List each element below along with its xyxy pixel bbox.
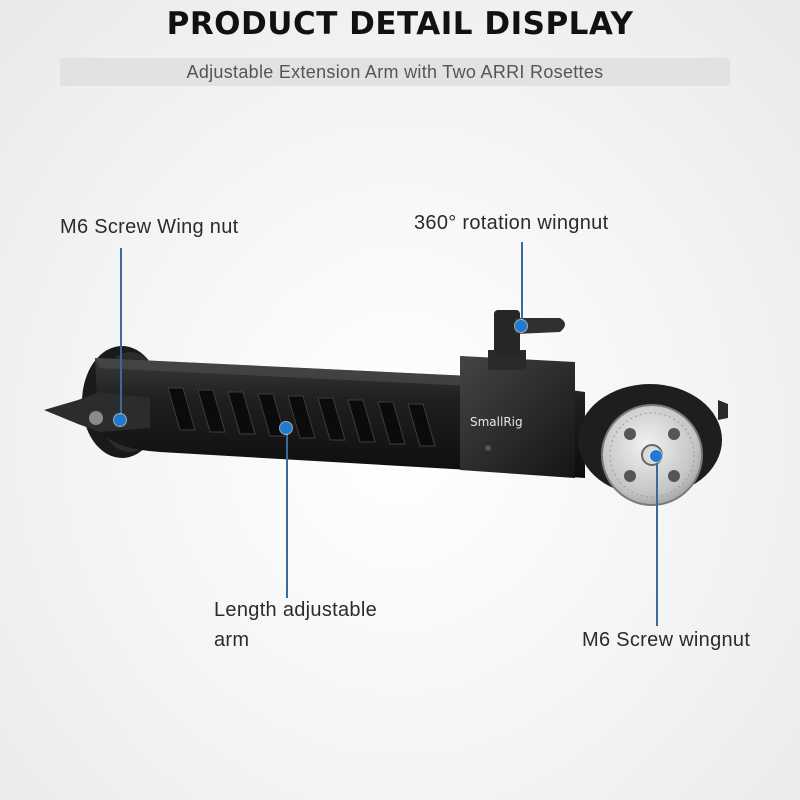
label-rotation-wingnut: 360° rotation wingnut bbox=[414, 212, 609, 234]
top-wingnut-lever bbox=[515, 318, 565, 334]
callout-line-left-wingnut bbox=[120, 248, 122, 420]
label-right-wingnut: M6 Screw wingnut bbox=[582, 629, 751, 651]
brand-marking: SmallRig bbox=[470, 415, 523, 429]
label-left-wing-nut: M6 Screw Wing nut bbox=[60, 216, 239, 238]
callout-line-right-wingnut bbox=[656, 456, 658, 626]
top-wingnut-post bbox=[494, 310, 520, 356]
marker-rotation-wingnut bbox=[515, 320, 527, 332]
label-length-arm-line1: Length adjustable bbox=[214, 599, 378, 621]
callout-line-length-arm bbox=[286, 428, 288, 598]
subtitle-banner: Adjustable Extension Arm with Two ARRI R… bbox=[60, 58, 730, 86]
callout-line-rotation-wingnut bbox=[521, 242, 523, 326]
page-title: PRODUCT DETAIL DISPLAY bbox=[166, 6, 634, 42]
subtitle: Adjustable Extension Arm with Two ARRI R… bbox=[186, 62, 604, 82]
grip-grooves bbox=[167, 387, 436, 447]
marker-right-wingnut bbox=[650, 450, 662, 462]
label-length-arm-line2: arm bbox=[214, 629, 250, 651]
marker-left-wingnut bbox=[114, 414, 126, 426]
marker-length-arm bbox=[280, 422, 292, 434]
